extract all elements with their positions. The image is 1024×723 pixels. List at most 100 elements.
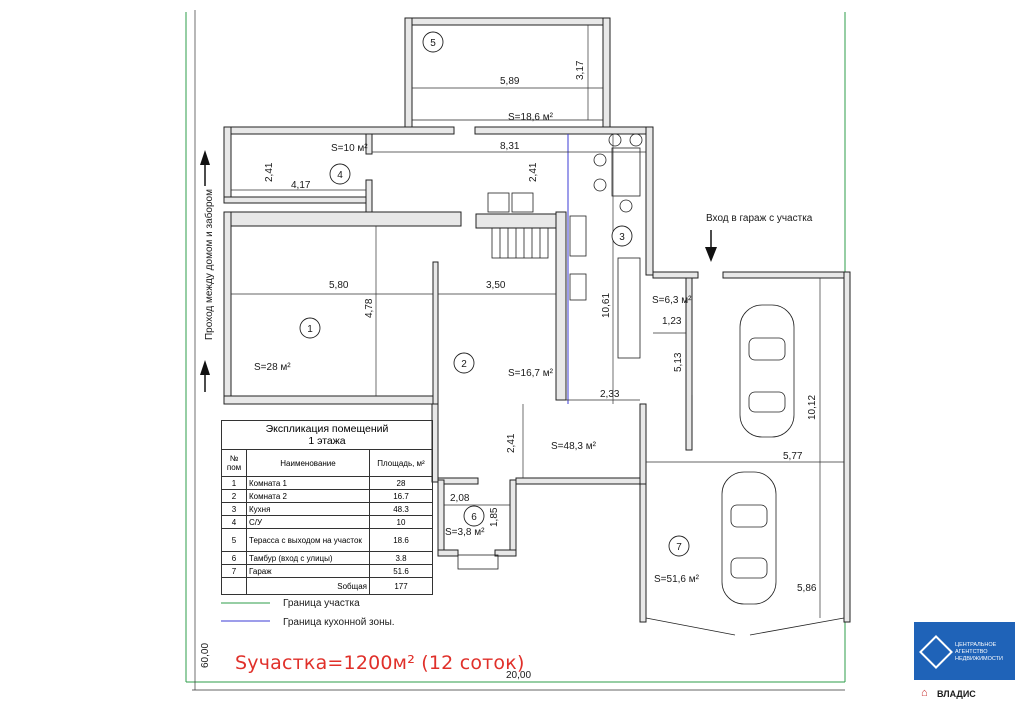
logo-diamond-icon	[919, 635, 953, 669]
table-cell: 18.6	[369, 528, 433, 552]
dim-label: 1,85	[489, 507, 500, 527]
wall	[230, 211, 462, 227]
table-cell: № пом	[221, 449, 247, 477]
dim-label: 20,00	[506, 670, 531, 681]
table-cell: Площадь, м²	[369, 449, 433, 477]
room-marker	[329, 163, 351, 185]
table-cell: 16.7	[369, 489, 433, 503]
dim-label: 2,08	[450, 493, 470, 504]
room-number: 6	[471, 512, 477, 523]
wall	[404, 17, 611, 26]
wall	[602, 17, 611, 129]
sink-icon	[569, 215, 587, 257]
wall	[639, 483, 647, 623]
wall	[437, 479, 445, 556]
room-marker	[422, 31, 444, 53]
stove-icon	[569, 273, 587, 301]
room-area: S=51,6 м²	[654, 574, 700, 585]
table-cell: 5	[221, 528, 247, 552]
plot-area-label: Sучастка=1200м² (12 соток)	[235, 652, 525, 674]
room-number: 5	[430, 38, 436, 49]
dim-label: 2,41	[528, 162, 539, 182]
arrow-up-icon	[200, 150, 210, 165]
explication-table: Экспликация помещений 1 этажа № пом Наим…	[221, 420, 433, 595]
dim-label: 2,33	[600, 389, 620, 400]
dim-label: 60,00	[200, 643, 211, 668]
dim-label: 8,31	[500, 141, 520, 152]
table-cell: 2	[221, 489, 247, 503]
wall	[474, 126, 654, 135]
agency-logo: ЦЕНТРАЛЬНОЕ АГЕНТСТВО НЕДВИЖИМОСТИ	[914, 622, 1015, 680]
wall	[437, 549, 459, 557]
table-cell: Терасса с выходом на участок	[246, 528, 370, 552]
dim-label: 5,77	[783, 451, 803, 462]
dim-label: 2,41	[506, 433, 517, 453]
table-cell: 48.3	[369, 502, 433, 516]
room-area: S=18,6 м²	[508, 112, 554, 123]
table-cell: 1	[221, 476, 247, 490]
room-number: 1	[307, 324, 313, 335]
table-cell: Тамбур (вход с улицы)	[246, 551, 370, 565]
table-header: № пом Наименование Площадь, м²	[221, 449, 433, 477]
logo-text: ЦЕНТРАЛЬНОЕ АГЕНТСТВО НЕДВИЖИМОСТИ	[955, 642, 1003, 662]
wall	[223, 211, 232, 405]
table-cell	[221, 577, 247, 595]
dim-label: 3,17	[575, 60, 586, 80]
wardrobe	[617, 257, 641, 359]
wall	[223, 395, 435, 405]
dim-label: 1,23	[662, 316, 682, 327]
wall	[639, 403, 647, 485]
dim-label: 5,80	[329, 280, 349, 291]
car-icon	[739, 304, 795, 438]
table-cell: Гараж	[246, 564, 370, 578]
table-cell: 28	[369, 476, 433, 490]
room-area: S=48,3 м²	[551, 441, 597, 452]
dim-label: 5,89	[500, 76, 520, 87]
room-marker	[299, 317, 321, 339]
car-icon	[721, 471, 777, 605]
wall	[509, 479, 517, 556]
table-title: Экспликация помещений 1 этажа	[221, 420, 433, 450]
room-marker	[453, 352, 475, 374]
wall	[223, 196, 370, 204]
table-cell: 3.8	[369, 551, 433, 565]
passage-label: Проход между домом и забором	[203, 189, 215, 340]
room-area: S=28 м²	[254, 362, 291, 373]
arrow-down-icon	[705, 247, 717, 262]
home-icon: ⌂	[921, 687, 928, 699]
table-cell: Sобщая	[246, 577, 370, 595]
table-cell: 177	[369, 577, 433, 595]
room-area: S=3,8 м²	[445, 527, 485, 538]
dim-label: 4,17	[291, 180, 311, 191]
wall	[365, 133, 373, 155]
wall	[722, 271, 851, 279]
table-cell: 3	[221, 502, 247, 516]
room-marker	[611, 225, 633, 247]
table-cell: Кухня	[246, 502, 370, 516]
table-cell: 10	[369, 515, 433, 529]
room-number: 3	[619, 232, 625, 243]
dining-table	[611, 147, 641, 197]
dim-label: 10,12	[807, 395, 818, 420]
brand-name: ВЛАДИС	[937, 689, 976, 699]
room-area: S=16,7 м²	[508, 368, 554, 379]
table-cell: Комната 1	[246, 476, 370, 490]
garage-entry-label: Вход в гараж с участка	[706, 213, 813, 224]
table-total-row: Sобщая 177	[221, 577, 433, 595]
dim-label: 5,13	[673, 352, 684, 372]
dim-label: 2,41	[264, 162, 275, 182]
wall	[494, 549, 517, 557]
wall	[555, 211, 567, 401]
counter	[475, 213, 557, 229]
room-number: 4	[337, 170, 343, 181]
wall	[223, 126, 232, 198]
hob-icon	[487, 192, 510, 213]
room-number: 7	[676, 542, 682, 553]
room-marker	[668, 535, 690, 557]
wall	[652, 271, 699, 279]
